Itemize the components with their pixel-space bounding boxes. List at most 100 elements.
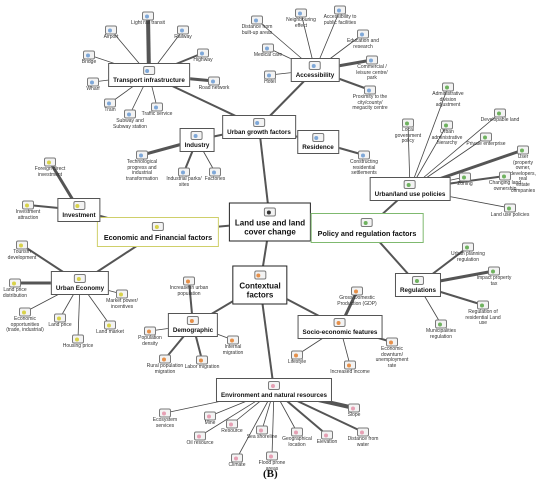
leaf-icon-changing-land[interactable] [499,171,511,181]
node-regulations[interactable]: Regulations [394,273,442,297]
leaf-icon-zoning[interactable] [459,172,471,182]
node-demographic[interactable]: Demographic [167,313,219,337]
leaf-icon-wharf[interactable] [87,77,99,87]
leaf-icon-airport[interactable] [105,25,117,35]
leaf-icon-neighbouring[interactable] [295,8,307,18]
leaf-icon-mine[interactable] [204,411,216,421]
node-land-use[interactable]: Land use and land cover change [228,202,312,242]
leaf-icon-proximity-city[interactable] [364,85,376,95]
leaf-icon-internal-migration[interactable] [227,335,239,345]
leaf-label-constructing: Constructing residential settlements [349,159,379,177]
leaf-icon-distance-builtup[interactable] [251,15,263,25]
leaf-icon-ecosystem[interactable] [159,408,171,418]
leaf-icon-sea-shoreline[interactable] [256,425,268,435]
leaf-icon-market-power[interactable] [116,289,128,299]
node-policy[interactable]: Policy and regulation factors [310,213,424,243]
leaf-label-pop-density: Population density [138,335,162,347]
leaf-icon-railway[interactable] [177,25,189,35]
leaf-icon-economic-opp[interactable] [19,307,31,317]
leaf-icon-private-enterprise[interactable] [480,132,492,142]
leaf-icon-tourism[interactable] [16,240,28,250]
node-icon [73,201,85,210]
leaf-icon-commercial[interactable] [366,55,378,65]
leaf-icon-rural-pop[interactable] [159,354,171,364]
leaf-icon-labor-migration[interactable] [196,355,208,365]
leaf-icon-flood[interactable] [266,451,278,461]
leaf-label-tourism: Tourism development [7,249,37,261]
leaf-label-light-rail: Light rail transit [131,20,165,26]
leaf-label-increase-pop: Increase in urban population [169,285,209,297]
leaf-icon-education[interactable] [357,29,369,39]
node-label: Policy and regulation factors [317,229,417,238]
node-economic[interactable]: Economic and Financial factors [96,217,220,247]
node-contextual[interactable]: Contextual factors [232,265,288,305]
node-icon [312,133,324,142]
node-urban-growth[interactable]: Urban growth factors [222,115,296,139]
leaf-icon-gdp[interactable] [351,286,363,296]
node-industry[interactable]: Industry [179,128,215,152]
node-investment[interactable]: Investment [57,198,101,222]
leaf-icon-bridge[interactable] [83,50,95,60]
leaf-icon-economic-downturn[interactable] [386,337,398,347]
leaf-icon-land-use-policies[interactable] [504,203,516,213]
node-urban-economy[interactable]: Urban Economy [50,271,110,295]
node-accessibility[interactable]: Accessibility [290,58,340,82]
leaf-icon-housing-price[interactable] [72,334,84,344]
leaf-icon-medical[interactable] [262,43,274,53]
leaf-icon-user-owner[interactable] [517,145,529,155]
leaf-icon-public-facilities[interactable] [334,5,346,15]
leaf-icon-developable-land[interactable] [494,108,506,118]
leaf-icon-technological[interactable] [136,150,148,160]
leaf-label-flood: Flood prone areas [258,460,286,472]
leaf-icon-geographical[interactable] [291,427,303,437]
node-icon [361,218,373,227]
leaf-icon-lifestyle[interactable] [291,350,303,360]
leaf-label-developable-land: Developable land [480,117,520,123]
leaf-label-fdi: Foreign direct investment [34,166,66,178]
leaf-icon-elevation[interactable] [321,430,333,440]
leaf-icon-pop-density[interactable] [144,326,156,336]
leaf-icon-hotel[interactable] [264,70,276,80]
node-environment[interactable]: Environment and natural resources [215,378,333,402]
leaf-icon-land-price[interactable] [54,313,66,323]
leaf-icon-land-market[interactable] [104,320,116,330]
leaf-icon-urban-admin[interactable] [441,120,453,130]
leaf-icon-traffic-service[interactable] [151,102,163,112]
leaf-icon-oil[interactable] [194,431,206,441]
leaf-icon-train[interactable] [104,98,116,108]
leaf-icon-increase-pop[interactable] [183,276,195,286]
node-icon [254,270,266,280]
leaf-icon-local-gov[interactable] [402,118,414,128]
leaf-icon-industrial-parks[interactable] [178,167,190,177]
leaf-icon-light-rail[interactable] [142,11,154,21]
leaf-icon-constructing[interactable] [358,150,370,160]
leaf-icon-slope[interactable] [348,403,360,413]
leaf-icon-highway[interactable] [197,48,209,58]
node-socio[interactable]: Socio-economic features [297,315,383,339]
leaf-icon-climate[interactable] [231,453,243,463]
leaf-icon-investment-attraction[interactable] [22,200,34,210]
leaf-icon-impact-property-tax[interactable] [488,266,500,276]
leaf-label-oil: Oil resource [186,440,214,446]
node-transport[interactable]: Transport infrastructure [108,63,190,87]
leaf-icon-urban-planning[interactable] [462,242,474,252]
node-label: Contextual factors [239,281,281,300]
node-label: Land use and land cover change [234,218,306,237]
leaf-icon-municipalities[interactable] [435,319,447,329]
node-urban-land-policies[interactable]: Urban/land use policies [369,177,451,201]
leaf-label-market-power: Market power/ incentives [106,298,138,310]
leaf-icon-admin-division[interactable] [442,82,454,92]
leaf-icon-fdi[interactable] [44,157,56,167]
leaf-label-sea-shoreline: Sea shoreline [246,434,278,440]
leaf-icon-road-network[interactable] [208,76,220,86]
leaf-icon-resource[interactable] [226,419,238,429]
leaf-icon-factories[interactable] [209,167,221,177]
leaf-icon-increased-income[interactable] [344,360,356,370]
leaf-label-land-price: Land price [48,322,72,328]
leaf-icon-distance-water[interactable] [357,427,369,437]
leaf-icon-subway[interactable] [124,109,136,119]
leaf-label-public-facilities: Accessibility to public facilities [323,14,357,26]
leaf-icon-regulation-residential[interactable] [477,300,489,310]
node-residence[interactable]: Residence [297,130,339,154]
leaf-icon-land-price-dist[interactable] [9,278,21,288]
